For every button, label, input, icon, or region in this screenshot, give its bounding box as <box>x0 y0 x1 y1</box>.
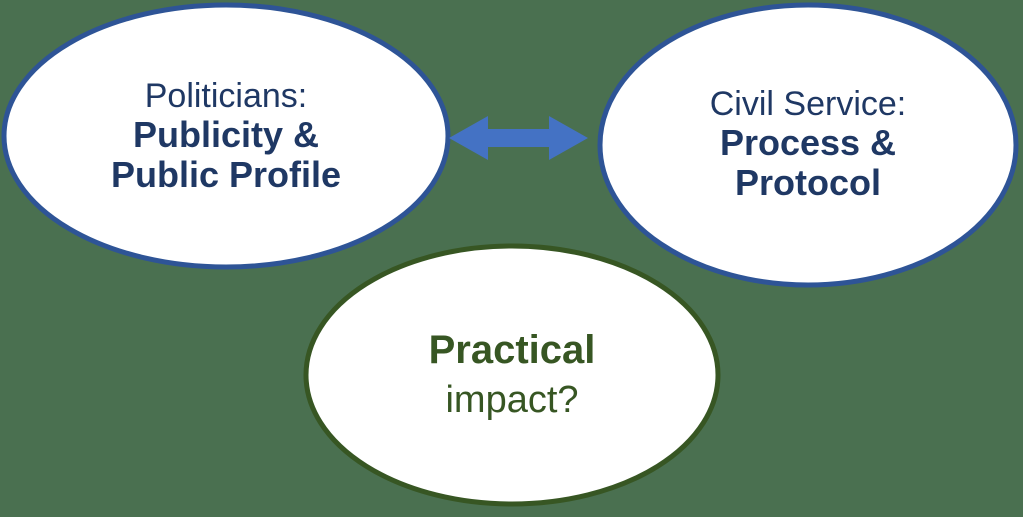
ellipse-practical-impact[interactable] <box>303 243 721 507</box>
ellipse-civil-service[interactable] <box>597 2 1019 288</box>
ellipse-politicians[interactable] <box>1 2 451 270</box>
double-headed-arrow-icon[interactable] <box>449 116 588 160</box>
